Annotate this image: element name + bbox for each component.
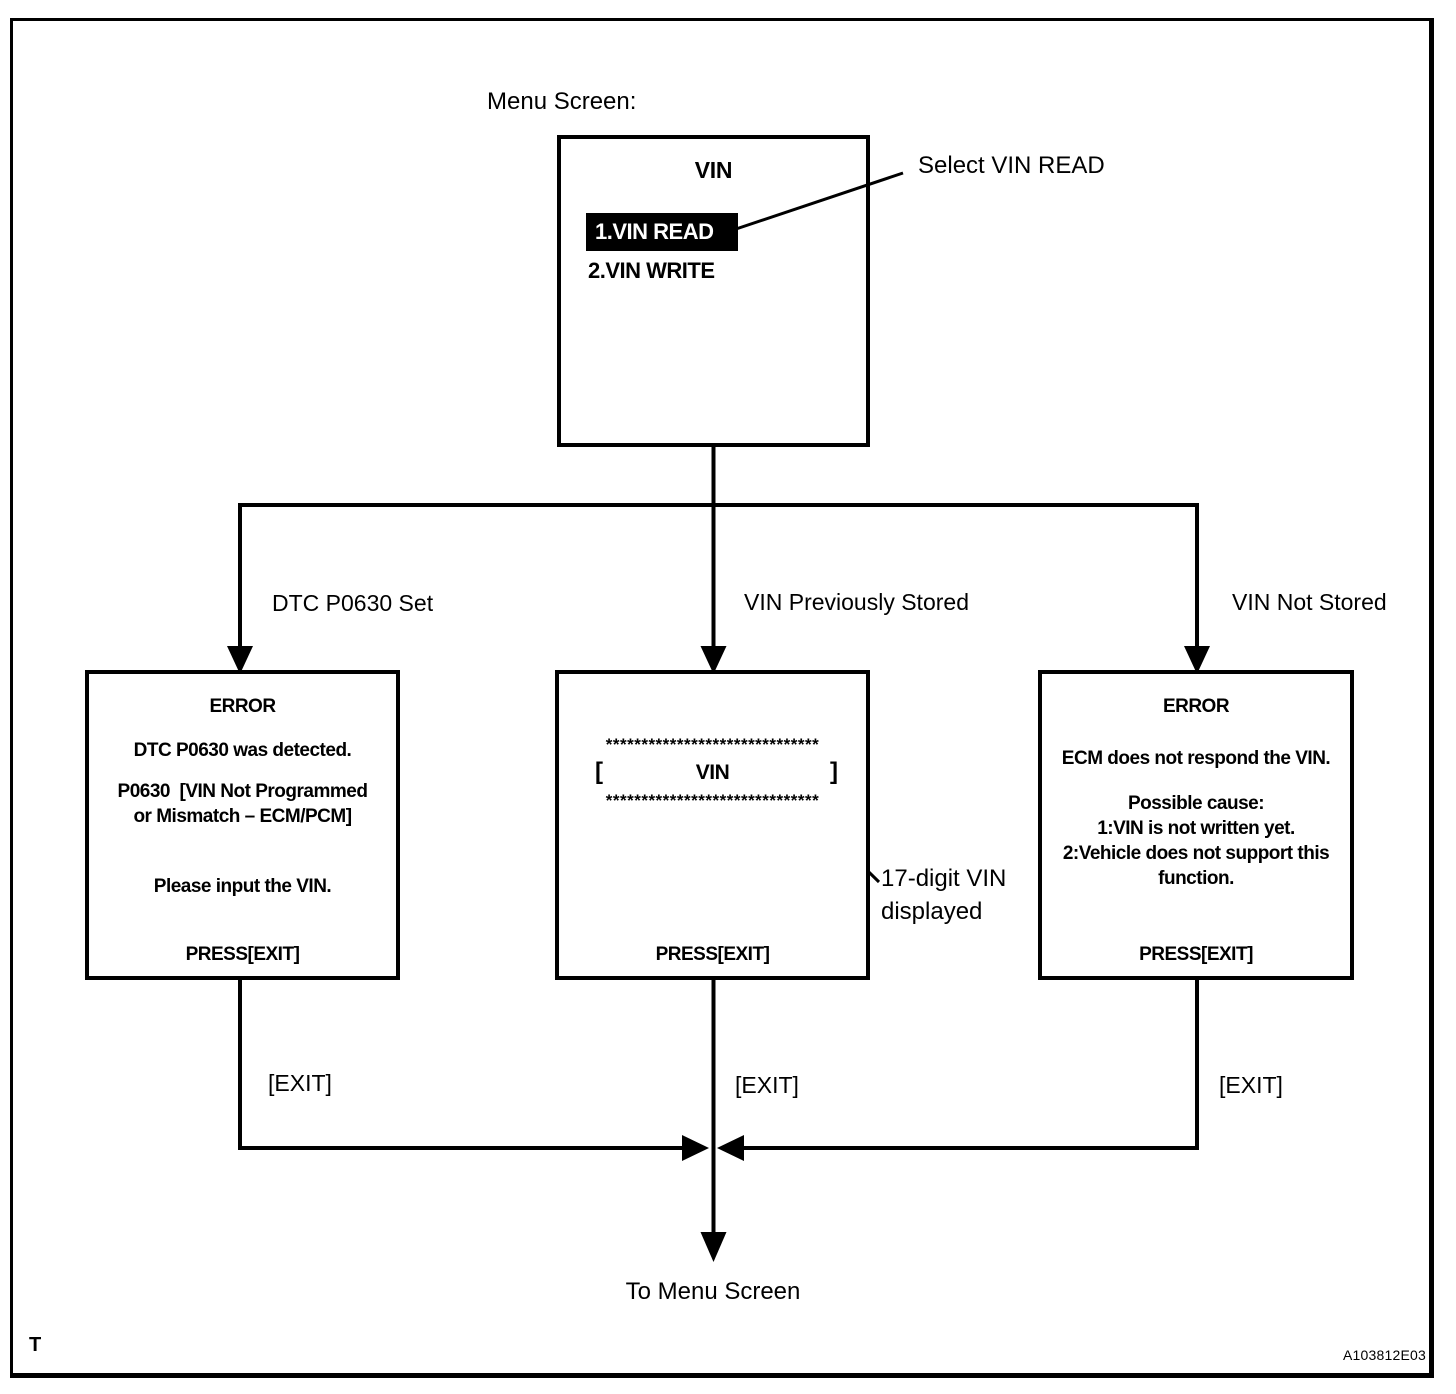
ecm-error-cause1: 1:VIN is not written yet. <box>1097 818 1295 839</box>
exit-label-center: [EXIT] <box>735 1072 799 1098</box>
vin-displayed-annotation: 17-digit VIN displayed <box>881 862 1006 928</box>
to-menu-screen-label: To Menu Screen <box>625 1278 801 1305</box>
exit-label-left: [EXIT] <box>268 1070 332 1096</box>
vin-displayed-annotation-line1: 17-digit VIN <box>881 865 1007 892</box>
menu-item-vin-read[interactable]: 1.VIN READ <box>586 213 738 251</box>
vin-bracket-open: [ <box>595 758 603 785</box>
menu-screen-caption: Menu Screen: <box>487 88 637 115</box>
vin-display-label: VIN <box>695 761 730 784</box>
screen-vin-display: ****************************** [ VIN ] *… <box>555 670 870 980</box>
figure-code: A103812E03 <box>1343 1347 1426 1363</box>
ecm-error-cause2: 2:Vehicle does not support this <box>1062 843 1330 864</box>
dtc-error-line1: DTC P0630 was detected. <box>133 740 352 761</box>
menu-title: VIN <box>694 157 733 183</box>
branch-label-dtc-set: DTC P0630 Set <box>272 590 434 616</box>
branch-label-vin-not-stored: VIN Not Stored <box>1232 589 1387 615</box>
dtc-error-line3: or Mismatch – ECM/PCM] <box>133 806 352 827</box>
vin-display-press-exit: PRESS[EXIT] <box>655 944 770 965</box>
exit-label-right: [EXIT] <box>1219 1072 1283 1098</box>
ecm-error-cause2b: function. <box>1158 868 1234 889</box>
ecm-error-title: ERROR <box>1162 696 1230 717</box>
vin-bracket-close: ] <box>830 758 838 785</box>
vin-display-stars-bottom: ****************************** <box>605 791 820 810</box>
page-border-frame <box>10 18 1434 1378</box>
menu-screen-box: VIN 1.VIN READ 2.VIN WRITE <box>557 135 870 447</box>
ecm-error-line1: ECM does not respond the VIN. <box>1061 748 1331 769</box>
ecm-error-press-exit: PRESS[EXIT] <box>1139 944 1253 965</box>
vin-display-stars-top: ****************************** <box>605 735 820 754</box>
menu-item-vin-write[interactable]: 2.VIN WRITE <box>588 258 715 283</box>
vin-displayed-annotation-line2: displayed <box>881 898 983 925</box>
ecm-error-cause-header: Possible cause: <box>1127 793 1265 814</box>
branch-label-vin-stored: VIN Previously Stored <box>744 589 969 615</box>
dtc-error-press-exit: PRESS[EXIT] <box>185 944 300 965</box>
dtc-error-prompt: Please input the VIN. <box>153 876 332 897</box>
dtc-error-title: ERROR <box>209 696 276 717</box>
screen-ecm-error: ERROR ECM does not respond the VIN. Poss… <box>1038 670 1354 980</box>
screen-dtc-error: ERROR DTC P0630 was detected. P0630 [VIN… <box>85 670 400 980</box>
page-letter: T <box>29 1334 42 1356</box>
select-vin-read-annotation: Select VIN READ <box>918 152 1105 179</box>
dtc-error-line2: P0630 [VIN Not Programmed <box>117 781 368 802</box>
